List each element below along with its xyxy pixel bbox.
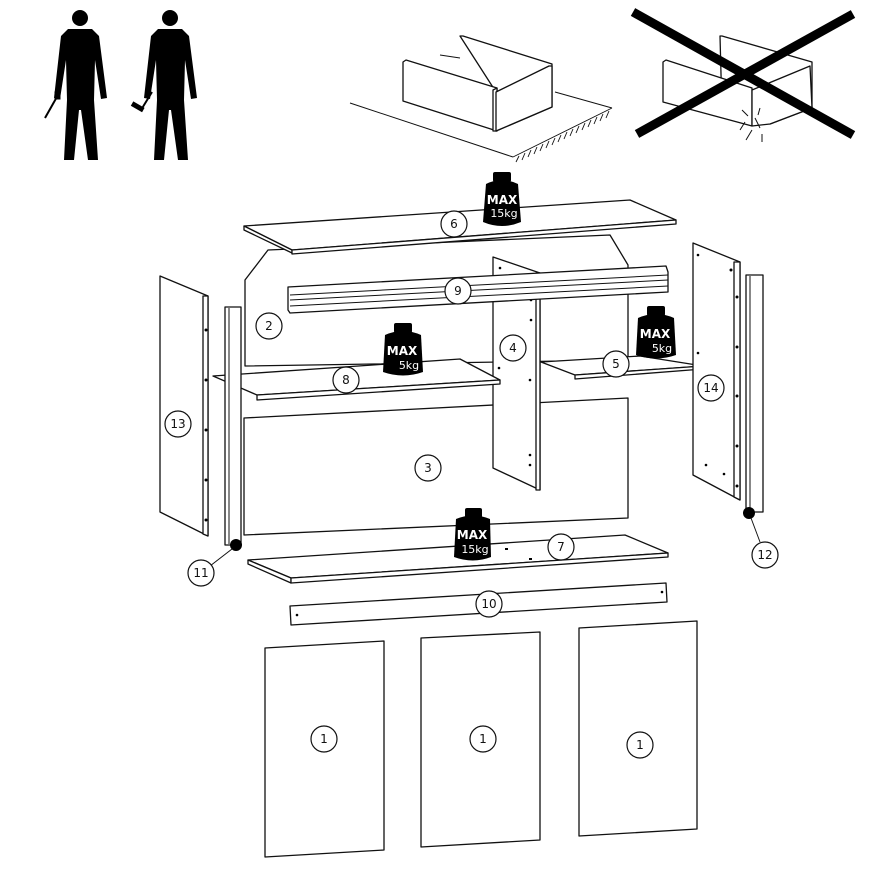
svg-text:2: 2	[265, 319, 273, 333]
part-label-1-right: 1	[626, 731, 654, 759]
part-label-5: 5	[602, 350, 630, 378]
svg-text:3: 3	[424, 461, 432, 475]
max-weight-right-label: MAX	[640, 327, 671, 341]
max-weight-left-value: 5kg	[399, 359, 419, 372]
part-label-13: 13	[164, 410, 192, 438]
svg-text:6: 6	[450, 217, 458, 231]
part-label-11: 11	[187, 559, 215, 587]
left-side-panel	[159, 275, 209, 537]
max-weight-left-shelf-icon: MAX 5kg	[383, 323, 423, 376]
part-label-1-middle: 1	[469, 725, 497, 753]
part-label-12: 12	[751, 541, 779, 569]
svg-text:7: 7	[557, 540, 565, 554]
part-label-10: 10	[475, 590, 503, 618]
svg-text:12: 12	[757, 548, 772, 562]
svg-text:10: 10	[481, 597, 496, 611]
wrong-assembly-icon	[630, 8, 856, 142]
max-weight-bottom-value: 15kg	[461, 543, 488, 556]
svg-text:8: 8	[342, 373, 350, 387]
part-label-3: 3	[414, 454, 442, 482]
svg-text:1: 1	[636, 738, 644, 752]
max-weight-left-label: MAX	[387, 344, 418, 358]
two-person-icon	[44, 10, 197, 160]
max-weight-top-label: MAX	[487, 193, 518, 207]
part-label-4: 4	[499, 334, 527, 362]
svg-text:14: 14	[703, 381, 718, 395]
svg-text:5: 5	[612, 357, 620, 371]
max-weight-bottom-icon: MAX 15kg	[454, 508, 491, 561]
part-label-14: 14	[697, 374, 725, 402]
part-label-6: 6	[440, 210, 468, 238]
part-label-7: 7	[547, 533, 575, 561]
left-post	[224, 306, 242, 546]
svg-text:13: 13	[170, 417, 185, 431]
max-weight-bottom-label: MAX	[457, 528, 488, 542]
svg-text:11: 11	[193, 566, 208, 580]
max-weight-right-shelf-icon: MAX 5kg	[636, 306, 676, 359]
max-weight-right-value: 5kg	[652, 342, 672, 355]
person-with-hammer-icon	[130, 10, 197, 160]
right-post	[745, 274, 764, 513]
svg-text:9: 9	[454, 284, 462, 298]
correct-assembly-icon	[349, 35, 613, 163]
max-weight-top-icon: MAX 15kg	[483, 172, 521, 226]
max-weight-top-value: 15kg	[490, 207, 517, 220]
svg-text:4: 4	[509, 341, 517, 355]
door-panel-right	[578, 620, 698, 837]
person-with-screwdriver-icon	[44, 10, 107, 160]
part-label-8: 8	[332, 366, 360, 394]
part-label-9: 9	[444, 277, 472, 305]
svg-text:1: 1	[320, 732, 328, 746]
part-label-2: 2	[255, 312, 283, 340]
part-label-1-left: 1	[310, 725, 338, 753]
svg-text:1: 1	[479, 732, 487, 746]
right-side-panel	[692, 242, 741, 501]
